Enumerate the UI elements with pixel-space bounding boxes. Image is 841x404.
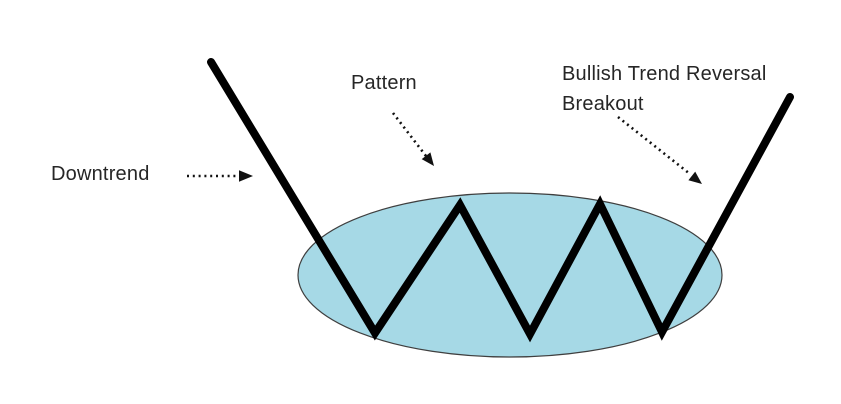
breakout-label-line1: Bullish Trend Reversal (562, 63, 767, 85)
breakout-label-line2: Breakout (562, 93, 644, 115)
downtrend-label: Downtrend (51, 163, 150, 185)
breakout-arrow-line (617, 115, 691, 176)
breakout-label: Bullish Trend Reversal Breakout (562, 59, 767, 119)
pattern-label: Pattern (351, 72, 417, 94)
pattern-arrow-line (391, 112, 428, 157)
pattern-arrowhead (421, 152, 434, 166)
downtrend-arrowhead (239, 170, 253, 182)
breakout-arrowhead (688, 171, 702, 184)
price-zigzag-line (207, 58, 794, 343)
